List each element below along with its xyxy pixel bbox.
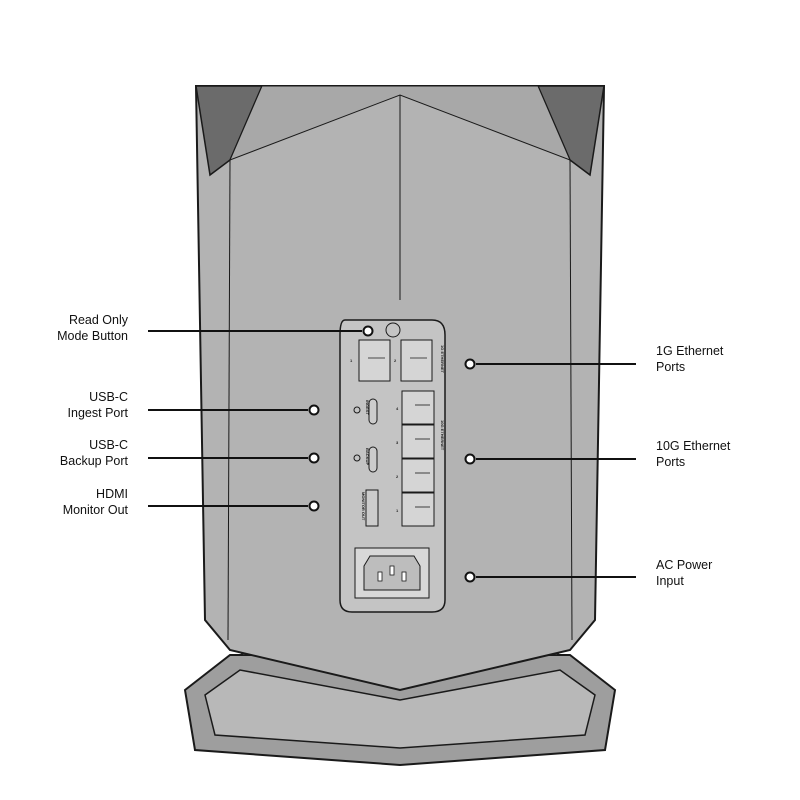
read-only-button[interactable] (385, 322, 401, 338)
callout-line1: Read Only (68, 313, 128, 327)
eth-1g-port-1 (358, 339, 391, 382)
port-number: 2 (394, 358, 397, 363)
callout-line2: Ingest Port (67, 406, 128, 420)
callout-1g-ethernet-ports: 1G Ethernet Ports (656, 343, 723, 375)
callout-line1: HDMI (96, 487, 128, 501)
callout-line2: Mode Button (57, 329, 128, 343)
usb-c-ingest-port (368, 398, 378, 425)
callout-line2: Ports (656, 455, 686, 469)
callout-line1: USB-C (89, 390, 128, 404)
callout-line1: AC Power (656, 558, 713, 572)
callout-line1: 10G Ethernet (656, 439, 731, 453)
hdmi-port (365, 489, 379, 527)
eth-10g-label: 10G ETHERNET (440, 420, 445, 451)
port-number: 1 (350, 358, 353, 363)
backup-label: BACKUP (365, 448, 370, 465)
eth-10g-port-3 (401, 424, 435, 459)
port-number: 3 (396, 440, 399, 445)
port-number: 2 (396, 474, 399, 479)
callout-line2: Ports (656, 360, 686, 374)
callout-usb-c-backup-port: USB-C Backup Port (0, 437, 128, 469)
callout-line1: USB-C (89, 438, 128, 452)
port-panel (339, 319, 446, 613)
port-number: 4 (396, 406, 399, 411)
callout-10g-ethernet-ports: 10G Ethernet Ports (656, 438, 730, 470)
callout-line2: Monitor Out (62, 503, 128, 517)
callout-hdmi-monitor-out: HDMI Monitor Out (0, 486, 128, 518)
callout-line2: Input (656, 574, 684, 588)
callout-line2: Backup Port (59, 454, 128, 468)
eth-10g-port-1 (401, 492, 435, 527)
monitor-out-label: MONITOR OUT (361, 492, 366, 521)
usb-c-backup-port (368, 446, 378, 473)
eth-1g-port-2 (400, 339, 433, 382)
eth-1g-label: 1G ETHERNET (440, 345, 445, 374)
callout-usb-c-ingest-port: USB-C Ingest Port (0, 389, 128, 421)
callout-read-only-mode-button: Read Only Mode Button (0, 312, 128, 344)
eth-10g-port-2 (401, 458, 435, 493)
callout-ac-power-input: AC Power Input (656, 557, 712, 589)
ingest-label: INGEST (365, 400, 370, 415)
callout-lines (148, 325, 636, 583)
port-number: 1 (396, 508, 399, 513)
callout-line1: 1G Ethernet (656, 344, 724, 358)
eth-10g-port-4 (401, 390, 435, 425)
